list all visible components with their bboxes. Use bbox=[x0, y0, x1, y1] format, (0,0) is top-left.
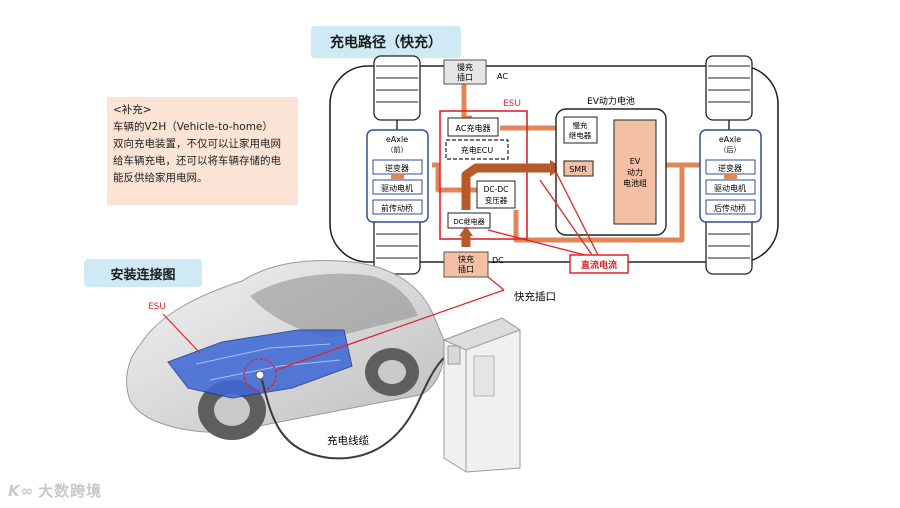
charging-path-title: 充电路径（快充） bbox=[311, 26, 461, 58]
charging-cable bbox=[261, 349, 453, 460]
ac-charger-box bbox=[447, 117, 499, 137]
ev-battery-pack bbox=[613, 119, 657, 225]
slow-relay-label: 慢充 bbox=[573, 120, 588, 130]
front-eaxle-sub: （前） bbox=[387, 145, 408, 154]
watermark-text: 大数跨境 bbox=[38, 482, 103, 500]
rear-eaxle-title: eAxle bbox=[719, 135, 741, 144]
dc-relay-label: DC继电器 bbox=[453, 217, 484, 226]
dcdc-label: DC-DC bbox=[484, 185, 509, 194]
rear-eaxle-sub: （后） bbox=[720, 145, 741, 154]
fast-port-label: 插口 bbox=[458, 264, 474, 274]
dc-label: DC bbox=[492, 256, 504, 265]
slow-relay-box bbox=[563, 116, 598, 144]
fast-port-label: 快充 bbox=[458, 254, 474, 264]
supplement-note: <补充> 车辆的V2H（Vehicle-to-home） 双向充电装置，不仅可以… bbox=[107, 97, 298, 205]
ac-charger-label: AC充电器 bbox=[456, 123, 491, 133]
esu-label: ESU bbox=[503, 99, 521, 109]
smr-box bbox=[563, 160, 594, 177]
slow-port-label: 慢充 bbox=[457, 62, 473, 72]
note-line: 能反供给家用电网。 bbox=[113, 172, 208, 184]
note-line: 给车辆充电，还可以将车辆存储的电 bbox=[113, 155, 281, 167]
watermark-logo: K∞ bbox=[8, 482, 35, 500]
rear-motor-label: 驱动电机 bbox=[714, 183, 746, 193]
install-esu-label: ESU bbox=[148, 302, 166, 312]
front-inverter-label: 逆变器 bbox=[385, 163, 409, 173]
dcdc-label: 变压器 bbox=[485, 195, 508, 205]
ev-pack-label: EV bbox=[630, 157, 641, 166]
fast-charge-port bbox=[443, 251, 489, 278]
esu-box bbox=[439, 110, 528, 240]
install-diagram-title: 安装连接图 bbox=[84, 259, 202, 287]
ac-path-line bbox=[461, 84, 472, 121]
front-transaxle-label: 前传动桥 bbox=[381, 203, 413, 213]
esu-battery-floor bbox=[167, 329, 353, 399]
dc-current-callout bbox=[569, 254, 629, 274]
charge-ecu-box bbox=[445, 139, 509, 160]
ev-battery-label: EV动力电池 bbox=[587, 95, 635, 107]
watermark: K∞大数跨境 bbox=[8, 480, 102, 501]
fast-path-arrow-up bbox=[459, 226, 473, 236]
dc-relay-box bbox=[447, 212, 491, 229]
note-line: 车辆的V2H（Vehicle-to-home） bbox=[113, 121, 273, 133]
note-line: 双向充电装置，不仅可以让家用电网 bbox=[113, 138, 281, 150]
battery-to-rear-eaxle-line bbox=[513, 162, 685, 243]
fast-port-highlight bbox=[243, 358, 277, 392]
ac-label: AC bbox=[497, 72, 508, 81]
ev-pack-label: 电池组 bbox=[623, 178, 647, 188]
front-eaxle-title: eAxle bbox=[386, 135, 408, 144]
charge-ecu-label: 充电ECU bbox=[461, 145, 494, 155]
note-heading: <补充> bbox=[113, 104, 152, 116]
front-motor-label: 驱动电机 bbox=[381, 183, 413, 193]
smr-label: SMR bbox=[569, 165, 587, 174]
slow-relay-label: 继电器 bbox=[569, 130, 592, 140]
slow-charge-port bbox=[443, 59, 487, 85]
slow-port-label: 插口 bbox=[457, 72, 473, 82]
dcdc-to-front-eaxle-line bbox=[432, 162, 477, 193]
rear-inverter-label: 逆变器 bbox=[718, 163, 742, 173]
vehicle-outline bbox=[329, 65, 779, 263]
rear-transaxle-label: 后传动桥 bbox=[714, 203, 746, 213]
charging-station bbox=[442, 317, 522, 473]
dcdc-converter-box bbox=[476, 180, 516, 209]
cable-label: 充电线缆 bbox=[327, 434, 369, 447]
dc-current-label: 直流电流 bbox=[581, 259, 617, 271]
install-fast-port-label: 快充插口 bbox=[514, 290, 556, 303]
fast-charge-path bbox=[461, 163, 552, 210]
ev-pack-label: 动力 bbox=[627, 167, 643, 177]
